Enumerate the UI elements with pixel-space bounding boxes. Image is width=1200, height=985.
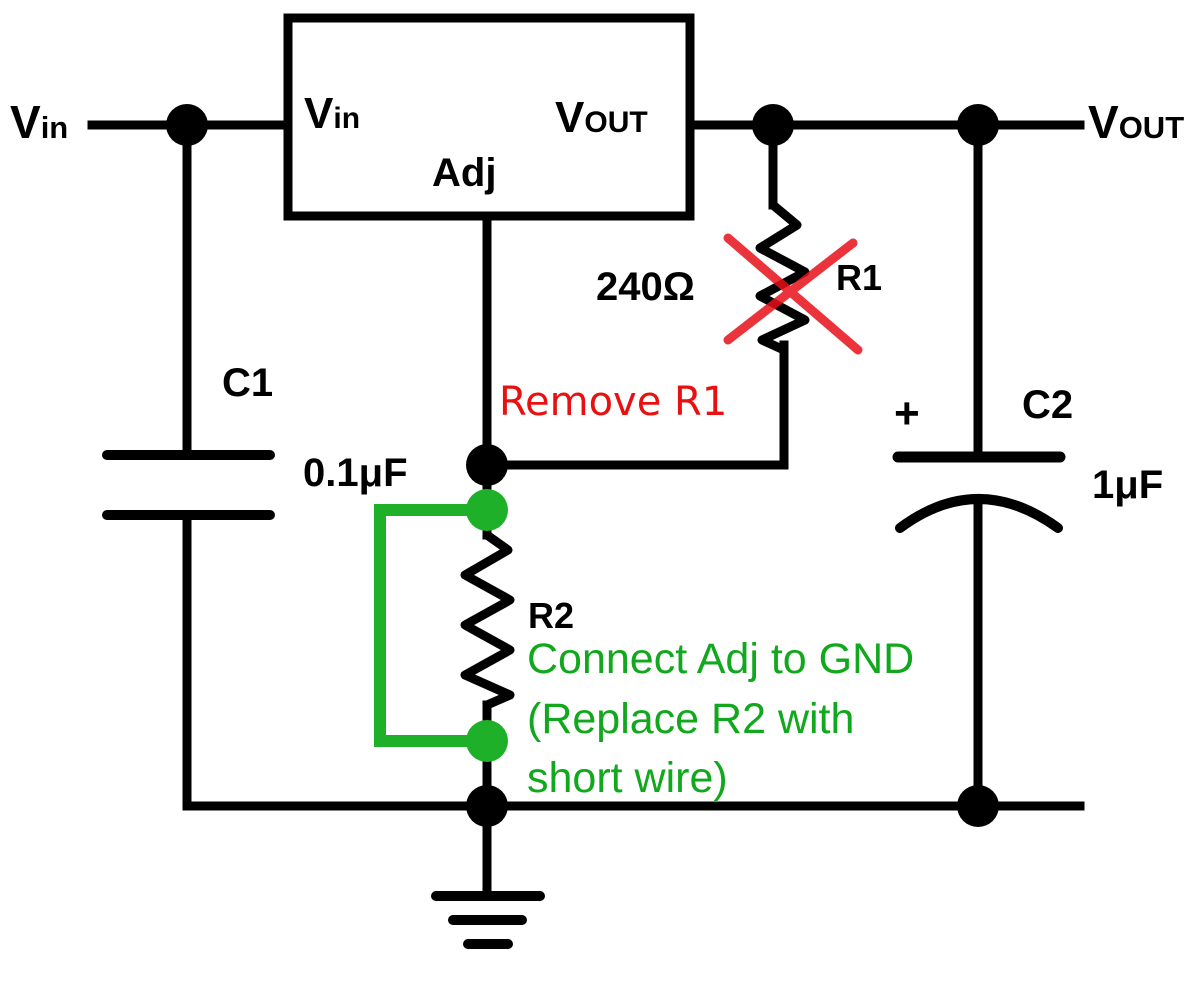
c2-polarity-icon: + — [894, 389, 920, 438]
regulator-pin-vin: Vin — [304, 89, 360, 138]
short-wire-node-top — [466, 489, 508, 531]
capacitor-c2: + C2 1μF — [892, 383, 1163, 533]
regulator-pin-adj: Adj — [432, 151, 496, 195]
wires — [87, 120, 1085, 897]
junction-adj — [466, 444, 508, 486]
short-wire-node-bottom — [466, 720, 508, 762]
r1-zigzag — [755, 201, 810, 355]
remove-r1-annotation: Remove R1 — [499, 379, 727, 425]
junction-vout-r1 — [752, 104, 794, 146]
junction-nodes — [166, 104, 999, 827]
r1-remove-cross-icon — [723, 233, 863, 355]
connect-annotation: Connect Adj to GND (Replace R2 with shor… — [527, 635, 914, 802]
c2-plate-curved — [895, 494, 1063, 533]
input-terminal-label: Vin — [10, 96, 68, 148]
c2-value-label: 1μF — [1092, 463, 1163, 507]
regulator: Vin VOUT Adj — [283, 13, 695, 221]
capacitor-c1: C1 0.1μF — [102, 361, 408, 520]
short-wire-path — [374, 504, 487, 747]
c1-name-label: C1 — [222, 361, 273, 405]
ground-icon — [431, 891, 545, 949]
junction-ground-center — [466, 785, 508, 827]
short-wire — [374, 489, 508, 762]
junction-vout-c2 — [957, 104, 999, 146]
junction-ground-c2 — [957, 785, 999, 827]
resistor-r2: R2 — [460, 531, 574, 710]
output-terminal-label: VOUT — [1088, 96, 1184, 148]
c1-value-label: 0.1μF — [303, 451, 408, 495]
resistor-r1: 240Ω R1 — [596, 201, 882, 355]
junction-vin — [166, 104, 208, 146]
connect-annotation-line1: Connect Adj to GND — [527, 635, 914, 683]
c2-name-label: C2 — [1022, 383, 1073, 427]
r1-name-label: R1 — [836, 257, 882, 298]
regulator-pin-vout: VOUT — [555, 93, 648, 142]
r1-value-label: 240Ω — [596, 265, 695, 309]
connect-annotation-line3: short wire) — [527, 754, 728, 802]
connect-annotation-line2: (Replace R2 with — [527, 695, 854, 743]
r2-zigzag — [460, 531, 515, 710]
r2-name-label: R2 — [528, 595, 574, 636]
regulator-body — [283, 13, 695, 221]
